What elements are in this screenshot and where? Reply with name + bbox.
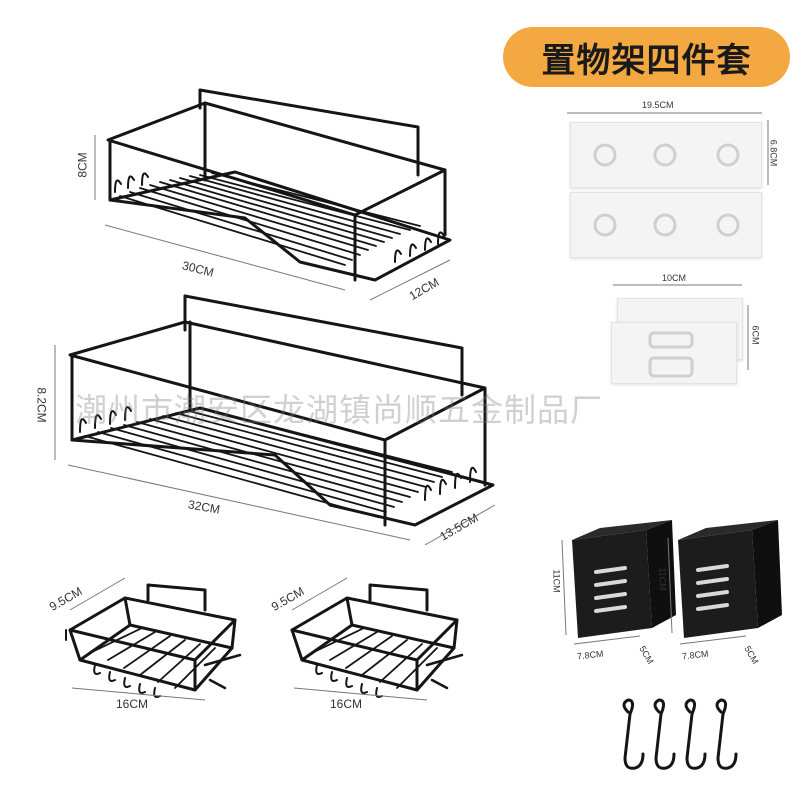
large-rack-1-drawing (106, 88, 452, 282)
adhesive-pad-bottom (570, 192, 762, 258)
holder-2-drawing (678, 520, 782, 638)
holder2-height-label: 11CM (657, 567, 668, 591)
adhesive-pad-top (570, 122, 762, 188)
watermark-text: 潮州市潮安区龙湖镇尚顺五金制品厂 (75, 391, 604, 429)
title-banner: 置物架四件套 (503, 27, 790, 87)
soap2-length-label: 16CM (330, 697, 363, 711)
s-hooks-drawing (622, 698, 738, 770)
soap1-length-label: 16CM (116, 697, 149, 711)
banner-title: 置物架四件套 (541, 40, 752, 81)
small-pad-width-label: 10CM (662, 273, 687, 283)
soap-dish-1-drawing (65, 583, 242, 698)
large-rack-2-drawing (68, 294, 495, 527)
rack1-height-label: 8CM (75, 152, 90, 178)
pad-width-label: 19.5CM (642, 100, 674, 110)
rack2-height-label: 8.2CM (34, 387, 49, 423)
pad-height-label: 6.8CM (768, 139, 779, 167)
holder1-height-label: 11CM (551, 569, 562, 593)
small-pad-height-label: 6CM (750, 325, 761, 345)
soap-dish-2-drawing (290, 583, 464, 698)
